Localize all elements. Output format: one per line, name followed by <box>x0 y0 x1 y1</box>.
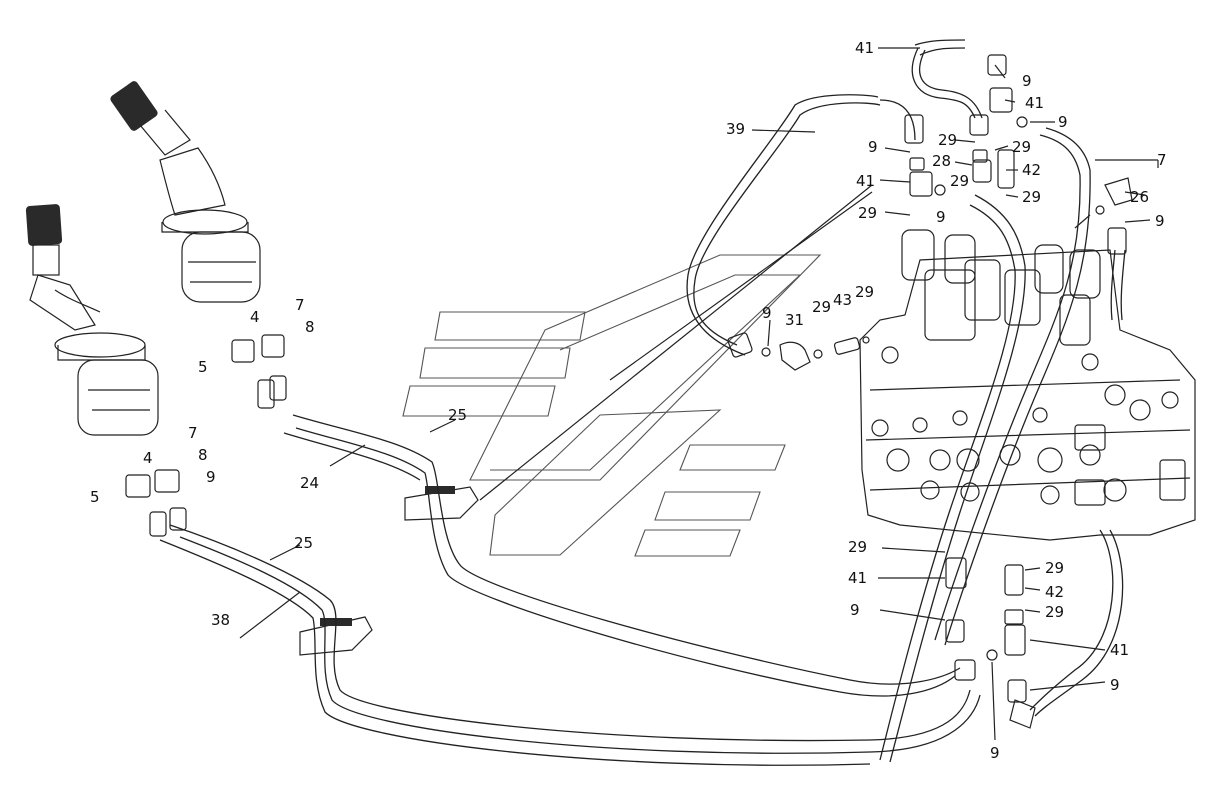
part-label: 29 <box>1045 603 1064 621</box>
part-label: 24 <box>300 474 319 492</box>
part-label: 7 <box>295 296 305 314</box>
part-label: 4 <box>143 449 153 467</box>
part-label: 41 <box>1025 94 1044 112</box>
part-label: 7 <box>188 424 198 442</box>
part-label: 9 <box>850 601 860 619</box>
part-label: 43 <box>833 291 852 309</box>
part-label: 29 <box>950 172 969 190</box>
leader-lines <box>239 47 1159 741</box>
part-label: 9 <box>868 138 878 156</box>
part-label: 41 <box>1110 641 1129 659</box>
part-label: 25 <box>448 406 467 424</box>
part-label: 4 <box>250 308 260 326</box>
part-label: 29 <box>812 298 831 316</box>
joystick-fittings <box>125 334 287 537</box>
part-number-labels: 41 9 41 9 39 9 29 29 28 42 41 29 29 9 7 … <box>90 39 1167 762</box>
part-label: 29 <box>1045 559 1064 577</box>
part-label: 9 <box>1155 212 1165 230</box>
part-label: 26 <box>1130 188 1149 206</box>
right-pilot-joystick <box>110 81 261 303</box>
part-label: 7 <box>1157 151 1167 169</box>
part-label: 29 <box>855 283 874 301</box>
part-label: 9 <box>990 744 1000 762</box>
part-label: 41 <box>848 569 867 587</box>
part-label: 8 <box>198 446 208 464</box>
watermark-logo <box>402 254 822 557</box>
part-label: 25 <box>294 534 313 552</box>
part-label: 41 <box>856 172 875 190</box>
part-label: 5 <box>90 488 100 506</box>
part-label: 9 <box>936 208 946 226</box>
part-label: 9 <box>1110 676 1120 694</box>
part-label: 31 <box>785 311 804 329</box>
part-label: 42 <box>1045 583 1064 601</box>
part-label: 39 <box>726 120 745 138</box>
part-label: 29 <box>938 131 957 149</box>
part-label: 5 <box>198 358 208 376</box>
part-label: 42 <box>1022 161 1041 179</box>
part-label: 29 <box>858 204 877 222</box>
part-label: 9 <box>762 304 772 322</box>
multi-way-control-valve <box>859 229 1196 541</box>
part-label: 9 <box>206 468 216 486</box>
part-label: 9 <box>1022 72 1032 90</box>
part-label: 8 <box>305 318 315 336</box>
hydraulic-hoses <box>159 39 1126 766</box>
inline-fittings <box>727 54 1133 729</box>
part-label: 38 <box>211 611 230 629</box>
part-label: 28 <box>932 152 951 170</box>
part-label: 29 <box>848 538 867 556</box>
left-pilot-joystick <box>25 204 159 436</box>
part-label: 29 <box>1012 138 1031 156</box>
hose-brackets <box>299 486 479 656</box>
part-label: 41 <box>855 39 874 57</box>
part-label: 9 <box>1058 113 1068 131</box>
part-label: 29 <box>1022 188 1041 206</box>
